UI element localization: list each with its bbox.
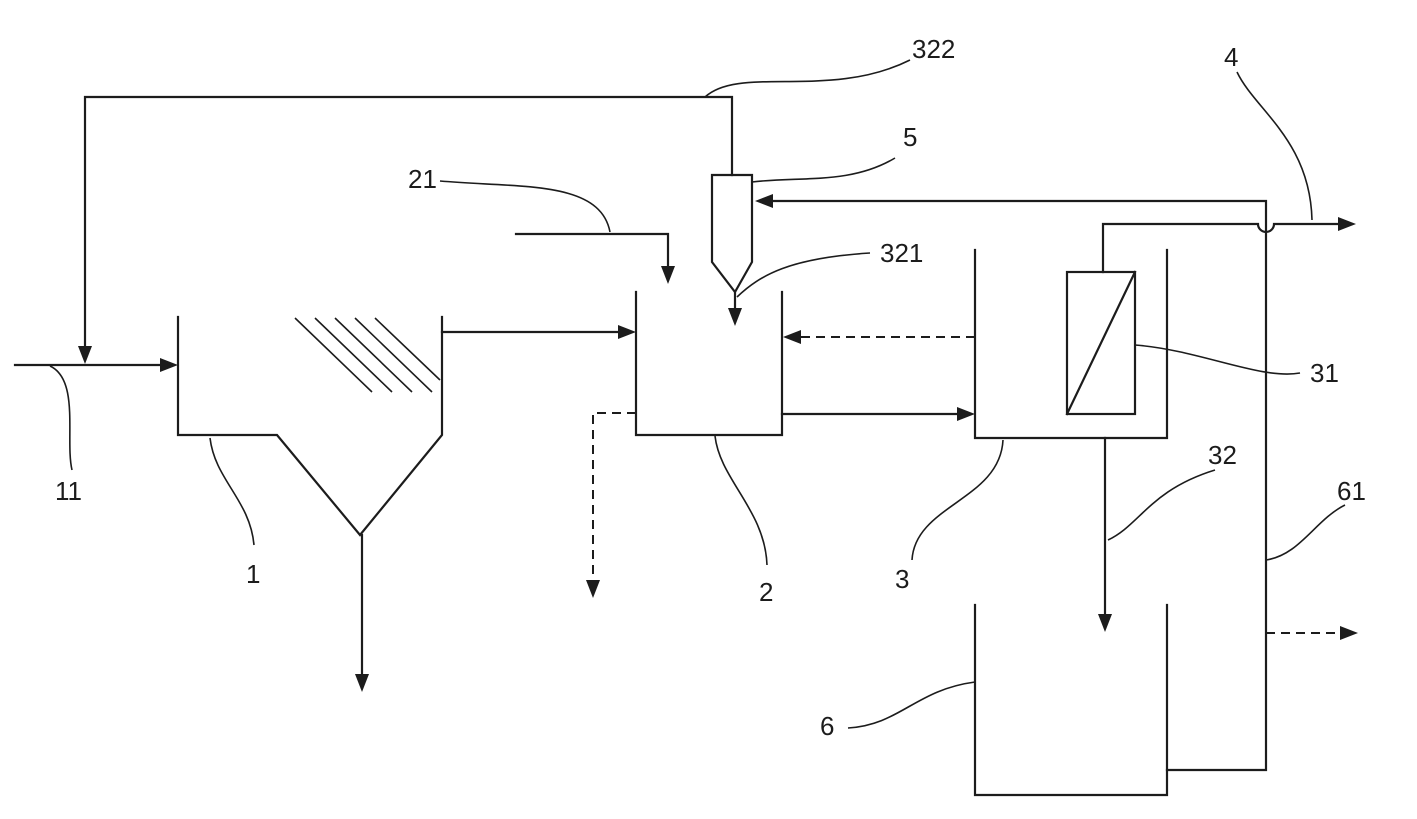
- collection-tank-6: [973, 603, 1169, 797]
- dashed-purge-61: [1266, 626, 1358, 640]
- permeate-line-4: [1101, 217, 1356, 274]
- return-line-61: [755, 194, 1268, 772]
- label-5: 5: [903, 122, 917, 152]
- flow-2-to-3: [780, 407, 975, 421]
- label-31: 31: [1310, 358, 1339, 388]
- reactor-tank-2: [634, 290, 784, 437]
- feed-line-11: [13, 358, 178, 372]
- recycle-line-322: [78, 95, 734, 364]
- dashed-outlet-2: [586, 412, 636, 598]
- membrane-tank-3: [973, 248, 1169, 440]
- label-6: 6: [820, 711, 834, 741]
- sludge-outlet-1: [355, 533, 369, 692]
- label-4: 4: [1224, 42, 1238, 72]
- label-32: 32: [1208, 440, 1237, 470]
- label-321: 321: [880, 238, 923, 268]
- dashed-recirculation-3-to-2: [783, 330, 975, 344]
- label-3: 3: [895, 564, 909, 594]
- leader-lines: [49, 59, 1346, 729]
- reference-labels: 11 1 2 21 3 31 32 321 322 4 5 6 61: [55, 34, 1366, 741]
- reagent-line-21: [514, 232, 675, 284]
- label-11: 11: [55, 476, 82, 506]
- settling-tank-1: [176, 315, 444, 537]
- label-322: 322: [912, 34, 955, 64]
- label-2: 2: [759, 577, 773, 607]
- membrane-module-31: [1065, 270, 1137, 416]
- sludge-line-32: [1098, 436, 1112, 632]
- label-21: 21: [408, 164, 437, 194]
- label-1: 1: [246, 559, 260, 589]
- flow-1-to-2: [440, 325, 636, 339]
- lamella-plates: [294, 317, 441, 393]
- label-61: 61: [1337, 476, 1366, 506]
- dosing-vessel-5: [710, 173, 754, 326]
